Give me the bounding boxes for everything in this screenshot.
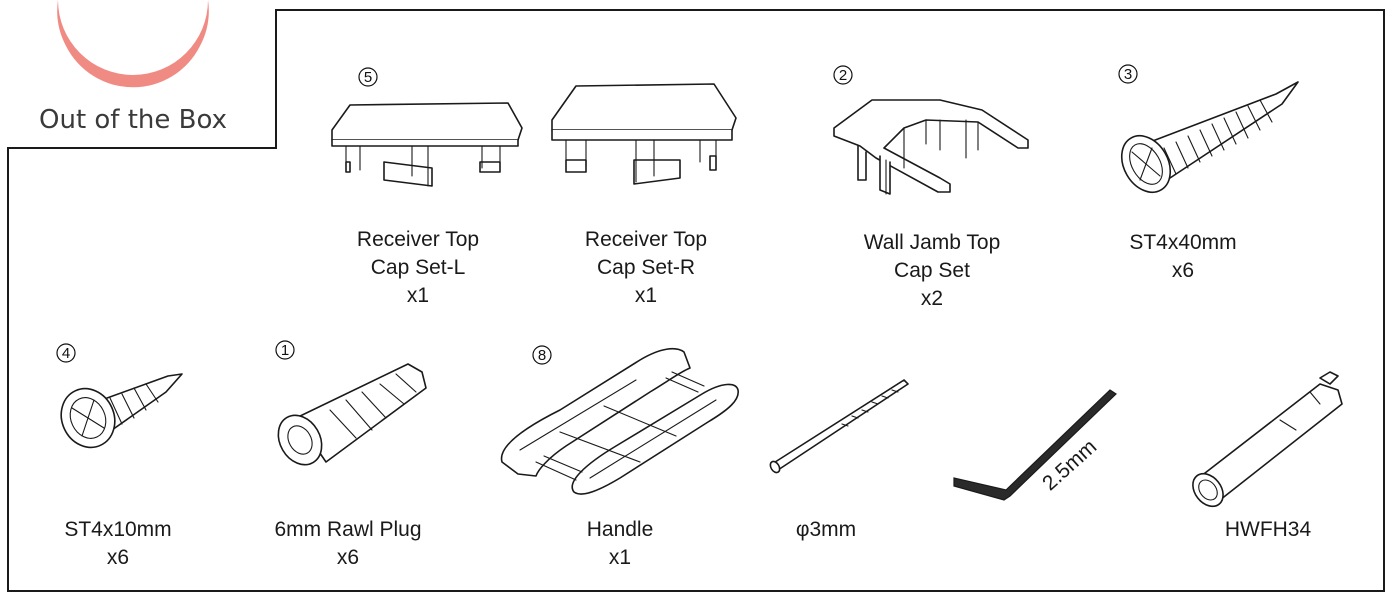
item-number-badge — [56, 343, 76, 363]
item-screw-st4x10: 4 ST4x10mm x6 — [56, 343, 183, 569]
item-label-line-1: Handle — [587, 518, 654, 541]
item-quantity: x2 — [921, 287, 943, 310]
receiver-cap-r-drawing — [551, 83, 737, 185]
item-number-badge — [833, 65, 853, 85]
item-label-line-1: Receiver Top — [585, 228, 707, 251]
item-label-line-1: Receiver Top — [357, 228, 479, 251]
item-label-line-1: φ3mm — [796, 518, 856, 541]
item-label-line-1: HWFH34 — [1225, 518, 1312, 541]
item-hwfh34: HWFH34 — [1192, 371, 1343, 541]
item-label-line-1: Wall Jamb Top — [864, 231, 1001, 254]
item-rawl-plug: 1 6mm Rawl Plug x6 — [274, 340, 427, 569]
page-frame — [7, 9, 1385, 592]
item-quantity: x6 — [337, 546, 359, 569]
item-number: 3 — [1124, 66, 1132, 83]
item-quantity: x6 — [107, 546, 129, 569]
item-handle: 8 Handle x1 — [500, 345, 739, 569]
rawl-plug-drawing — [277, 363, 427, 466]
wall-jamb-cap-drawing — [833, 99, 1029, 195]
page-title: Out of the Box — [39, 105, 227, 135]
item-label-line-2: Cap Set — [894, 259, 970, 282]
item-quantity: x1 — [609, 546, 631, 569]
item-number: 4 — [62, 345, 70, 362]
hwfh34-drawing — [1192, 371, 1343, 508]
receiver-cap-l-drawing — [331, 102, 523, 187]
item-allen-key: 2.5mm — [953, 389, 1117, 501]
item-number-badge — [1118, 64, 1138, 84]
item-drill-bit: φ3mm — [769, 379, 909, 541]
item-number-badge — [275, 340, 295, 360]
item-quantity: x6 — [1172, 259, 1194, 282]
item-number: 2 — [839, 67, 847, 84]
item-number-badge — [358, 67, 378, 87]
item-label-line-1: 6mm Rawl Plug — [274, 518, 421, 541]
item-number-badge — [532, 345, 552, 365]
allen-key-size-label: 2.5mm — [1038, 435, 1101, 495]
item-screw-st4x40: 3 ST4x40mm x6 — [1118, 64, 1299, 282]
item-label-line-2: Cap Set-L — [371, 256, 466, 279]
item-number: 1 — [281, 342, 289, 359]
long-screw-drawing — [1120, 81, 1299, 194]
out-of-box-logo — [57, 0, 209, 88]
item-number: 5 — [364, 69, 372, 86]
open-box-icon — [104, 2, 162, 58]
allen-key-drawing — [953, 389, 1117, 501]
item-number: 8 — [538, 347, 546, 364]
item-wall-jamb-top-cap: 2 Wall Jamb Top Cap Set x2 — [833, 65, 1029, 310]
item-label-line-2: Cap Set-R — [597, 256, 695, 279]
short-screw-drawing — [60, 373, 183, 449]
item-label-line-1: ST4x40mm — [1129, 231, 1236, 254]
item-receiver-top-cap-r: Receiver Top Cap Set-R x1 — [551, 83, 737, 307]
item-quantity: x1 — [407, 284, 429, 307]
drill-bit-drawing — [769, 379, 909, 474]
logo-circle — [57, 0, 209, 88]
handle-drawing — [500, 347, 739, 495]
item-quantity: x1 — [635, 284, 657, 307]
item-label-line-1: ST4x10mm — [64, 518, 171, 541]
item-receiver-top-cap-l: 5 Receiver Top Cap Set-L x1 — [331, 67, 523, 307]
